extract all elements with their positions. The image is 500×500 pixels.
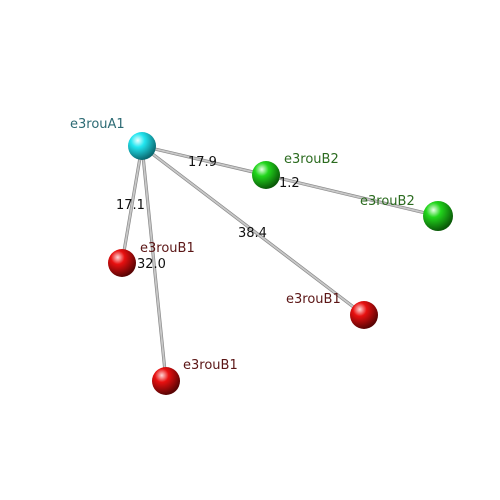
atom-label-b1a: e3rouB1 [140, 241, 195, 256]
atom-b1a[interactable] [108, 249, 136, 277]
bond-label-b2a-b2b: 1.2 [279, 176, 300, 191]
atom-label-b2b: e3rouB2 [360, 194, 415, 209]
bond-a1-b1c [141, 145, 167, 382]
atom-label-b1b: e3rouB1 [286, 292, 341, 307]
atom-b1b[interactable] [350, 301, 378, 329]
atom-b1c[interactable] [152, 367, 180, 395]
bond-label-a1-b1a: 17.1 [116, 198, 145, 213]
bonds [120, 144, 440, 383]
atom-label-b1c: e3rouB1 [183, 358, 238, 373]
atom-label-a1: e3rouA1 [70, 117, 125, 132]
atom-b2a[interactable] [252, 161, 280, 189]
labels: 17.9 1.2 17.1 38.4 32.0 e3rouA1 e3rouB2 e3rouB2… [70, 117, 415, 373]
bond-a1-b1b [141, 145, 365, 316]
bond-a1-b2a [141, 145, 267, 176]
atoms [108, 132, 453, 395]
atom-b2b[interactable] [423, 201, 453, 231]
bond-label-a1-b2a: 17.9 [188, 155, 217, 170]
atom-label-b2a: e3rouB2 [284, 152, 339, 167]
bond-a1-b1a [121, 145, 143, 264]
atom-a1[interactable] [128, 132, 156, 160]
bond-label-a1-b1c: 32.0 [137, 257, 166, 272]
bond-label-a1-b1b: 38.4 [238, 226, 267, 241]
bond-b2a-b2b [265, 174, 439, 217]
